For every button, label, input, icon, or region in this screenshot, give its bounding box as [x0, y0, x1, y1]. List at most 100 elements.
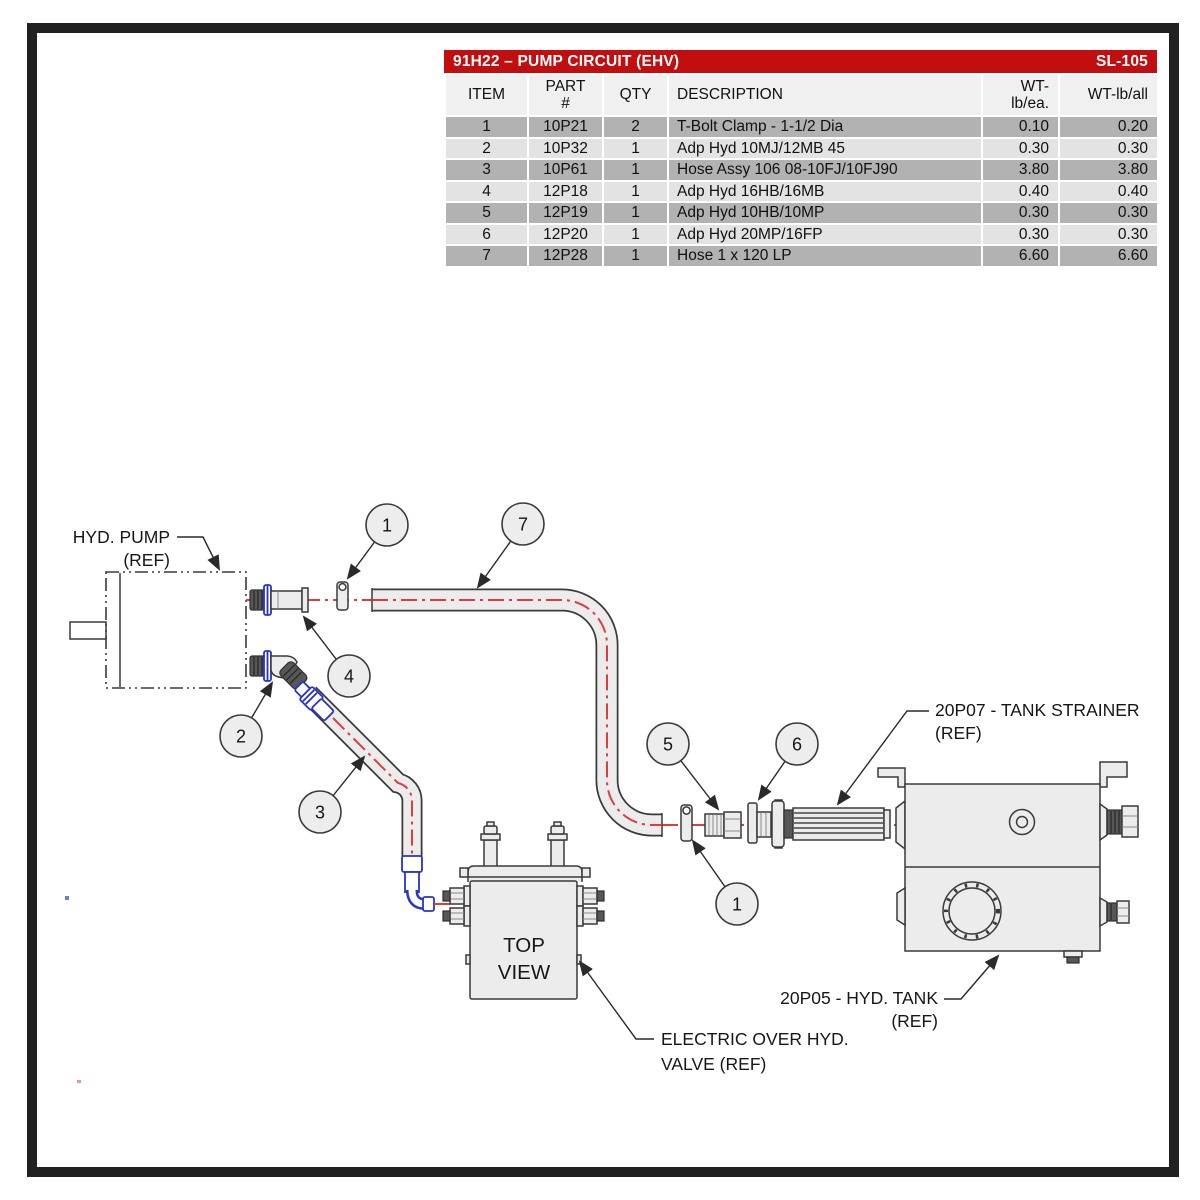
cell-wt-all: 0.30 — [1058, 222, 1159, 246]
cell-description: Adp Hyd 16HB/16MB — [667, 179, 983, 203]
cell-part: 10P32 — [527, 136, 604, 160]
col-item: ITEM — [444, 73, 529, 117]
cell-wt-each: 3.80 — [981, 158, 1060, 182]
cell-description: Adp Hyd 10MJ/12MB 45 — [667, 136, 983, 160]
svg-text:20P07 - TANK STRAINER: 20P07 - TANK STRAINER — [935, 700, 1140, 720]
svg-text:(REF): (REF) — [123, 550, 170, 570]
electric-valve: TOP VIEW — [442, 821, 605, 1000]
strainer-clamp-plate — [771, 799, 785, 849]
col-wt-each: WT- lb/ea. — [981, 73, 1060, 117]
hose-7 — [371, 588, 663, 837]
table-title-bar: 91H22 – PUMP CIRCUIT (EHV) SL-105 — [444, 50, 1157, 73]
t-bolt-clamp-lower — [680, 804, 693, 842]
svg-text:1: 1 — [732, 895, 742, 915]
cell-description: Hose Assy 106 08-10FJ/10FJ90 — [667, 158, 983, 182]
table-row: 5 12P19 1 Adp Hyd 10HB/10MP 0.30 0.30 — [444, 201, 1159, 225]
adapter-16hb-16mb — [249, 584, 309, 616]
parts-table: ITEM PART # QTY DESCRIPTION WT- lb/ea. W… — [444, 73, 1159, 268]
svg-text:VALVE (REF): VALVE (REF) — [661, 1054, 766, 1074]
label-hyd-pump: HYD. PUMP (REF) — [73, 527, 220, 571]
cell-qty: 1 — [602, 222, 669, 246]
hydraulic-centerlines — [246, 599, 905, 826]
cell-wt-all: 0.30 — [1058, 136, 1159, 160]
col-wt-all: WT-lb/all — [1058, 73, 1159, 117]
adapter-20mp-16fp — [747, 802, 772, 844]
cell-qty: 1 — [602, 136, 669, 160]
hyd-pump — [69, 571, 247, 689]
svg-text:(REF): (REF) — [891, 1011, 938, 1031]
table-row: 2 10P32 1 Adp Hyd 10MJ/12MB 45 0.30 0.30 — [444, 136, 1159, 160]
cell-wt-each: 0.10 — [981, 115, 1060, 139]
cell-item: 7 — [444, 244, 529, 268]
label-tank-strainer: 20P07 - TANK STRAINER (REF) — [836, 700, 1140, 806]
parts-table-body: 1 10P21 2 T-Bolt Clamp - 1-1/2 Dia 0.10 … — [444, 115, 1159, 268]
cell-qty: 1 — [602, 158, 669, 182]
col-part: PART # — [527, 73, 604, 117]
top-view-label-line2: VIEW — [498, 961, 551, 984]
cell-part: 10P21 — [527, 115, 604, 139]
svg-text:5: 5 — [663, 735, 673, 755]
callout-1a: 1 — [365, 503, 409, 547]
cell-wt-each: 0.30 — [981, 136, 1060, 160]
cell-part: 12P20 — [527, 222, 604, 246]
cell-wt-each: 0.40 — [981, 179, 1060, 203]
cell-item: 3 — [444, 158, 529, 182]
cell-item: 1 — [444, 115, 529, 139]
svg-text:2: 2 — [236, 727, 246, 747]
cell-description: T-Bolt Clamp - 1-1/2 Dia — [667, 115, 983, 139]
cell-part: 12P18 — [527, 179, 604, 203]
cell-item: 4 — [444, 179, 529, 203]
label-electric-valve: ELECTRIC OVER HYD. VALVE (REF) — [578, 960, 849, 1074]
callout-2: 2 — [219, 714, 263, 758]
cell-description: Adp Hyd 20MP/16FP — [667, 222, 983, 246]
table-row: 6 12P20 1 Adp Hyd 20MP/16FP 0.30 0.30 — [444, 222, 1159, 246]
cell-wt-each: 6.60 — [981, 244, 1060, 268]
cell-item: 5 — [444, 201, 529, 225]
svg-text:ELECTRIC OVER HYD.: ELECTRIC OVER HYD. — [661, 1029, 849, 1049]
cell-wt-all: 3.80 — [1058, 158, 1159, 182]
svg-text:3: 3 — [315, 803, 325, 823]
speck-red — [77, 1080, 81, 1083]
cell-qty: 1 — [602, 244, 669, 268]
col-qty: QTY — [602, 73, 669, 117]
col-description: DESCRIPTION — [667, 73, 983, 117]
svg-text:(REF): (REF) — [935, 723, 982, 743]
cell-part: 10P61 — [527, 158, 604, 182]
top-view-label-line1: TOP — [503, 934, 545, 957]
sheet-code: SL-105 — [1095, 52, 1148, 70]
svg-text:HYD. PUMP: HYD. PUMP — [73, 527, 170, 547]
cell-qty: 1 — [602, 201, 669, 225]
cell-description: Adp Hyd 10HB/10MP — [667, 201, 983, 225]
callout-6: 6 — [775, 722, 819, 766]
callout-4: 4 — [327, 654, 371, 698]
cell-item: 6 — [444, 222, 529, 246]
adapter-45deg-10mj-12mb — [249, 650, 308, 690]
hose-3-end-fitting-lower — [401, 855, 450, 912]
svg-text:1: 1 — [382, 516, 392, 536]
parts-table-header: ITEM PART # QTY DESCRIPTION WT- lb/ea. W… — [444, 73, 1159, 117]
cell-wt-all: 0.30 — [1058, 201, 1159, 225]
callout-3: 3 — [298, 790, 342, 834]
label-hyd-tank: 20P05 - HYD. TANK (REF) — [780, 954, 1000, 1031]
cell-wt-each: 0.30 — [981, 222, 1060, 246]
table-row: 1 10P21 2 T-Bolt Clamp - 1-1/2 Dia 0.10 … — [444, 115, 1159, 139]
svg-text:7: 7 — [518, 515, 528, 535]
tank-strainer — [783, 799, 906, 851]
valve-right-ports — [576, 885, 605, 927]
t-bolt-clamp-upper — [336, 581, 349, 611]
cell-wt-all: 6.60 — [1058, 244, 1159, 268]
hose-3-end-fitting-upper — [294, 681, 335, 722]
table-row: 7 12P28 1 Hose 1 x 120 LP 6.60 6.60 — [444, 244, 1159, 268]
cell-wt-all: 0.20 — [1058, 115, 1159, 139]
cell-wt-each: 0.30 — [981, 201, 1060, 225]
cell-item: 2 — [444, 136, 529, 160]
adapter-10hb-10mp — [704, 811, 742, 839]
speck-blue — [65, 896, 69, 900]
cell-part: 12P28 — [527, 244, 604, 268]
hyd-tank — [877, 761, 1139, 964]
table-row: 4 12P18 1 Adp Hyd 16HB/16MB 0.40 0.40 — [444, 179, 1159, 203]
svg-text:4: 4 — [344, 667, 354, 687]
table-title: 91H22 – PUMP CIRCUIT (EHV) — [453, 52, 680, 70]
svg-text:20P05 - HYD. TANK: 20P05 - HYD. TANK — [780, 988, 938, 1008]
